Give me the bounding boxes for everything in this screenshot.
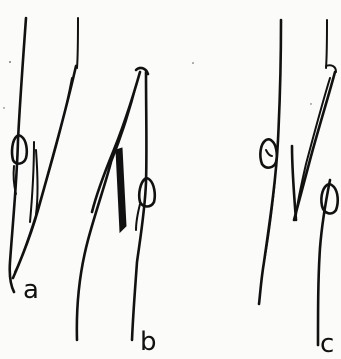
panel-a-long-blade bbox=[13, 66, 76, 278]
panel-c: c bbox=[259, 20, 338, 359]
panel-c-left-stem-inner bbox=[264, 180, 275, 262]
panel-a-label: a bbox=[23, 275, 39, 305]
panel-b-bud-base bbox=[136, 204, 140, 230]
panel-a-short-sheath bbox=[30, 142, 34, 222]
panel-b: b bbox=[77, 68, 157, 357]
panel-c-bud-left-mark bbox=[266, 150, 272, 156]
panel-c-label: c bbox=[320, 329, 334, 359]
panel-c-short-sheath bbox=[292, 146, 296, 220]
scan-specks bbox=[3, 61, 311, 109]
panel-a-bud bbox=[12, 135, 27, 163]
panel-b-long-blade bbox=[92, 72, 140, 212]
panel-b-dark-sheath bbox=[116, 148, 126, 232]
panel-c-right-stem-lower bbox=[318, 180, 330, 345]
panel-a-sheath-edge bbox=[36, 150, 38, 214]
panel-a-long-blade-inner bbox=[15, 78, 72, 272]
panel-b-left-stem bbox=[77, 158, 112, 340]
panel-a: a bbox=[10, 18, 78, 305]
panel-c-right-stem bbox=[326, 20, 327, 68]
panel-c-long-blade bbox=[294, 72, 335, 220]
panel-a-right-stem-top bbox=[77, 18, 78, 68]
panel-b-label: b bbox=[140, 327, 157, 357]
